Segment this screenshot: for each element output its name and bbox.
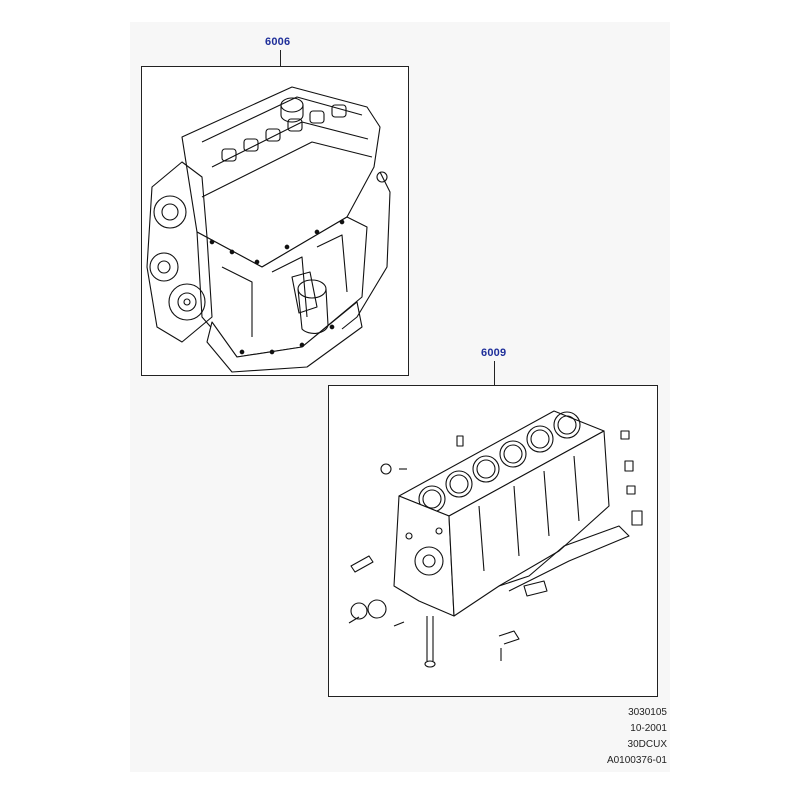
drawing-code: 3030105	[628, 707, 667, 718]
callout-leader-6009	[494, 361, 495, 386]
part-callout-6009[interactable]: 6009	[481, 347, 507, 359]
model-code: 30DCUX	[627, 739, 667, 750]
engine-assembly-drawing	[146, 86, 391, 373]
cylinder-block-panel[interactable]	[328, 385, 658, 697]
callout-leader-6006	[280, 50, 281, 67]
engine-assembly-panel[interactable]	[141, 66, 409, 376]
part-callout-6006[interactable]: 6006	[265, 36, 291, 48]
illustration-id: A0100376-01	[606, 755, 667, 766]
cylinder-block-drawing	[348, 410, 643, 668]
drawing-date: 10-2001	[630, 723, 667, 734]
